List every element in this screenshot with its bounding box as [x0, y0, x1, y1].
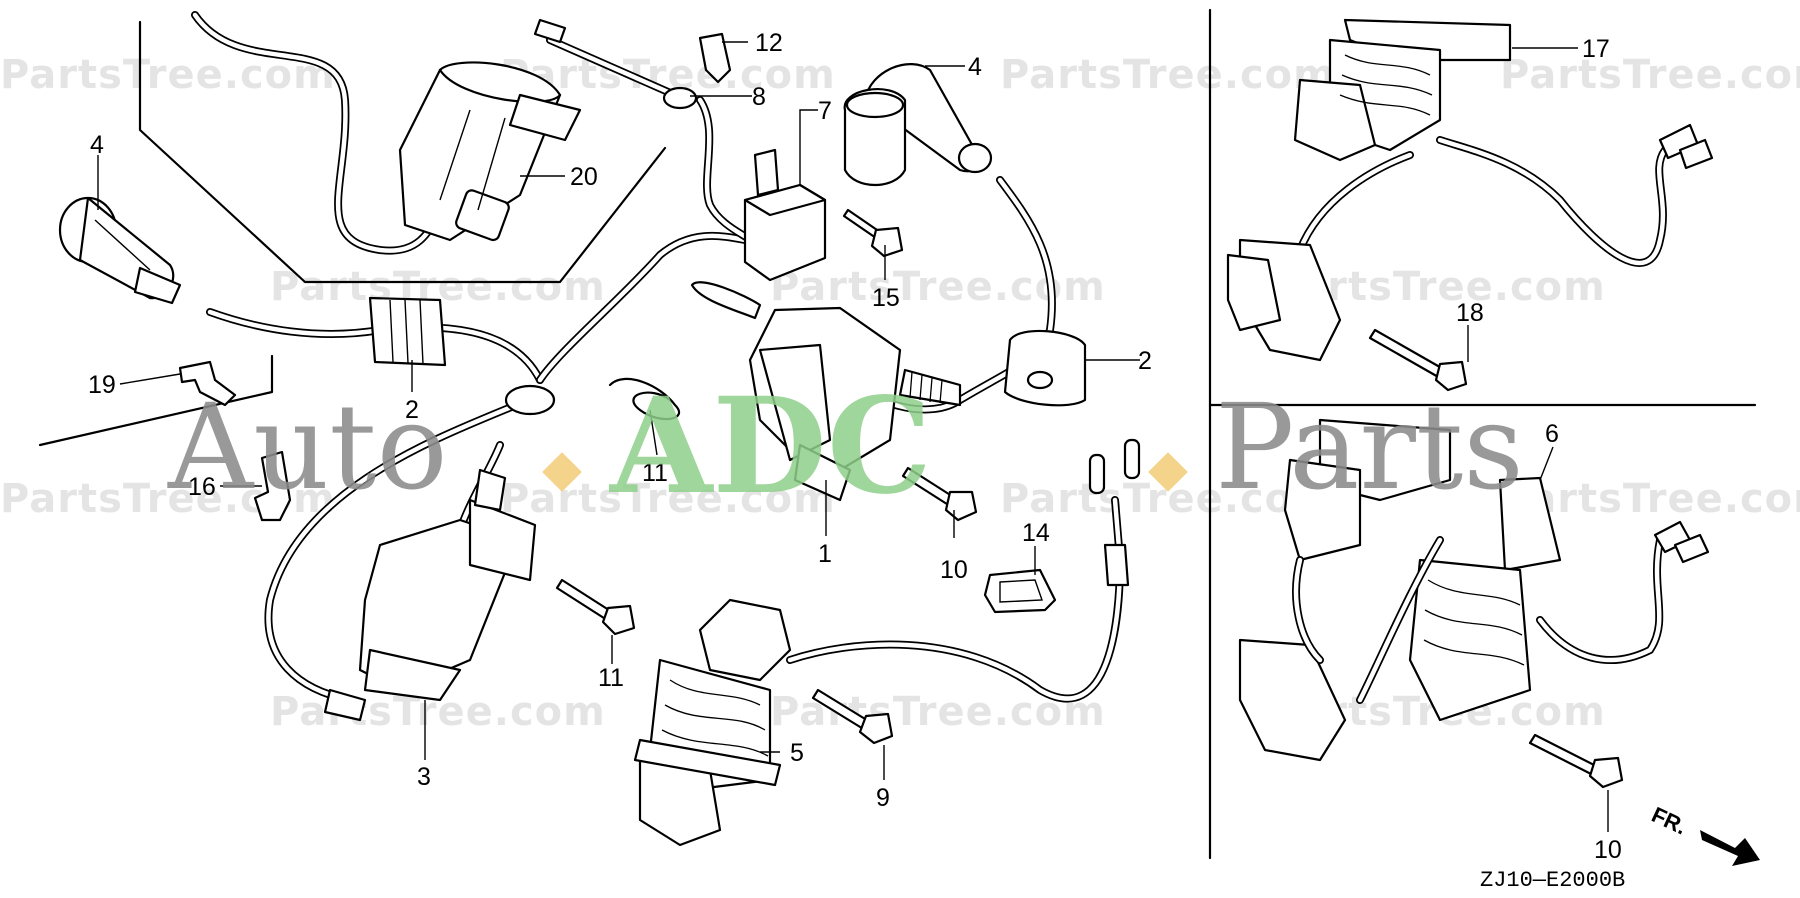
grommet-left [206, 296, 544, 384]
ignition-coil-upper [191, 11, 582, 255]
callout-16: 16 [188, 473, 216, 501]
callout-leaders [97, 41, 1609, 832]
coil-assembly-lower [1238, 418, 1710, 762]
wire-harness [264, 18, 1125, 704]
brand-watermark-left: Auto [167, 378, 448, 516]
relay-box [690, 148, 827, 320]
callout-8: 8 [752, 83, 766, 111]
front-arrow-icon [1700, 830, 1760, 866]
callout-1: 1 [818, 540, 832, 568]
callout-20: 20 [570, 163, 598, 191]
grommet-right [1003, 329, 1087, 407]
front-direction-label: FR. [1648, 802, 1691, 840]
callout-19: 19 [88, 371, 116, 399]
wire-clip-19 [178, 360, 237, 407]
wire-clip-16 [253, 450, 292, 522]
charge-coil [633, 598, 792, 847]
callout-4: 4 [968, 53, 982, 81]
callout-9: 9 [876, 784, 890, 812]
bolt-18 [1368, 328, 1468, 392]
bolt-11-upper [901, 466, 978, 522]
site-watermark: PartsTree.com [1000, 52, 1336, 98]
brand-watermark-center: ADC [608, 369, 932, 524]
ignition-module [748, 306, 962, 502]
callout-2: 2 [405, 396, 419, 424]
brand-watermark-right: Parts [1215, 378, 1524, 516]
callout-11: 11 [598, 664, 624, 692]
brand-watermark: Auto ADC Parts [167, 369, 1524, 524]
ignition-coil-lower [323, 468, 537, 722]
callout-15: 15 [872, 284, 900, 312]
spring-clip [608, 377, 681, 421]
callout-14: 14 [1022, 519, 1050, 547]
bolt-9 [811, 688, 894, 745]
callout-6: 6 [1545, 420, 1559, 448]
callout-12: 11 [642, 459, 668, 487]
callout-labels: 4 20 12 8 7 4 15 2 2 19 16 11 1 10 14 11… [88, 29, 1622, 864]
spark-plug-cap-right [843, 63, 993, 187]
callout-13: 12 [755, 29, 783, 57]
callout-11: 10 [940, 556, 968, 584]
callout-2: 2 [1138, 347, 1152, 375]
front-direction-indicator: FR. [1648, 802, 1760, 866]
callout-4: 4 [90, 131, 104, 159]
coil-bracket-line [138, 20, 667, 284]
bolt-10 [1528, 733, 1624, 789]
callout-5: 5 [790, 739, 804, 767]
site-watermark: PartsTree.com [1500, 476, 1800, 522]
wire-clip-13 [698, 32, 732, 84]
wire-terminals [1088, 438, 1141, 587]
spark-plug-cap-left [58, 196, 182, 305]
bolt-15 [842, 208, 904, 258]
callout-3: 3 [417, 763, 431, 791]
bolt-11-lower [555, 578, 636, 636]
callout-17: 17 [1582, 35, 1610, 63]
connector-block [983, 568, 1057, 614]
frame-lines [38, 8, 1757, 860]
coil-assembly-top [1226, 18, 1714, 362]
site-watermark: PartsTree.com [1500, 52, 1800, 98]
wire-bracket-line [38, 354, 274, 447]
brand-diamond-left [542, 452, 582, 492]
callout-7: 7 [818, 97, 832, 125]
site-watermark: PartsTree.com [0, 52, 336, 98]
callout-18: 18 [1456, 299, 1484, 327]
callout-10: 10 [1594, 836, 1622, 864]
diagram-code: ZJ10—E2000B [1480, 868, 1625, 893]
